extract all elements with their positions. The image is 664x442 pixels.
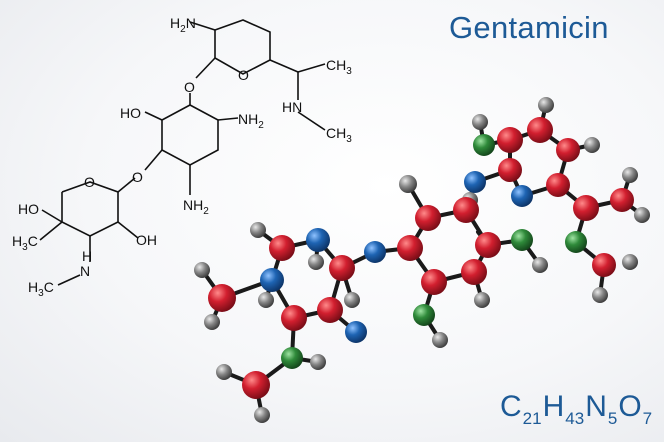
label-ring-o-left: O: [84, 174, 95, 190]
atom-c: [461, 259, 487, 285]
atom-h: [584, 137, 600, 153]
atom-c: [281, 305, 307, 331]
label-ho-mid: HO: [120, 105, 141, 121]
atom-n: [260, 268, 284, 292]
atom-c: [592, 253, 616, 277]
atom-o: [565, 231, 587, 253]
atom-h: [194, 262, 210, 278]
label-ho-left: HO: [18, 201, 39, 217]
atom-c: [415, 205, 441, 231]
atom-h: [254, 407, 270, 423]
atom-h: [399, 175, 417, 193]
atom-n: [511, 185, 533, 207]
molecule-title: Gentamicin: [449, 10, 609, 45]
atom-h: [204, 314, 220, 330]
atom-n: [464, 171, 486, 193]
atom-c: [475, 232, 501, 258]
label-h3c: H3C: [12, 233, 38, 253]
atom-c: [397, 235, 423, 261]
label-nh2-mid: NH2: [238, 111, 264, 131]
atom-c: [453, 197, 479, 223]
atom-c: [573, 195, 599, 221]
atom-c: [498, 158, 522, 182]
atom-c: [269, 235, 295, 261]
atom-o: [281, 347, 303, 369]
atom-n: [364, 241, 386, 263]
label-bridge-o-1: O: [184, 79, 195, 95]
label-ch3-right: CH3: [326, 57, 352, 77]
atom-c: [329, 255, 355, 281]
atom-n: [345, 321, 367, 343]
atom-h: [308, 254, 324, 270]
label-h2n-top: H2N: [170, 15, 196, 35]
atom-c: [610, 188, 634, 212]
atom-h: [474, 292, 490, 308]
model-atoms: [194, 97, 650, 423]
atom-h: [532, 257, 548, 273]
atom-h: [432, 332, 448, 348]
atom-h: [622, 167, 638, 183]
atom-c: [546, 173, 570, 197]
atom-h: [250, 222, 266, 238]
skeletal-bonds: [39, 19, 326, 286]
atom-c: [556, 138, 580, 162]
atom-h: [472, 114, 488, 130]
atom-h: [622, 254, 638, 270]
label-ring-o-top: O: [238, 67, 249, 83]
atom-h: [258, 292, 274, 308]
atom-n: [306, 228, 330, 252]
molecular-formula: C21H43N5O7: [500, 390, 653, 428]
label-ch3-hn: CH3: [326, 125, 352, 145]
label-hn: HN: [282, 99, 302, 115]
atom-c: [527, 117, 553, 143]
atom-h: [310, 354, 326, 370]
atom-c: [421, 269, 447, 295]
atom-h: [634, 207, 650, 223]
label-nh: NH: [80, 248, 92, 279]
atom-c: [242, 371, 270, 399]
label-oh-left: OH: [136, 232, 157, 248]
atom-h: [344, 292, 360, 308]
atom-o: [413, 304, 435, 326]
atom-h: [538, 97, 554, 113]
label-bridge-o-2: O: [132, 169, 143, 185]
label-nh2-low: NH2: [183, 197, 209, 217]
atom-o: [511, 229, 533, 251]
atom-h: [592, 287, 608, 303]
atom-c: [208, 284, 236, 312]
atom-c: [497, 127, 523, 153]
label-h3c-low: H3C: [28, 279, 54, 299]
atom-o: [473, 134, 495, 156]
atom-c: [317, 297, 343, 323]
atom-h: [216, 364, 232, 380]
